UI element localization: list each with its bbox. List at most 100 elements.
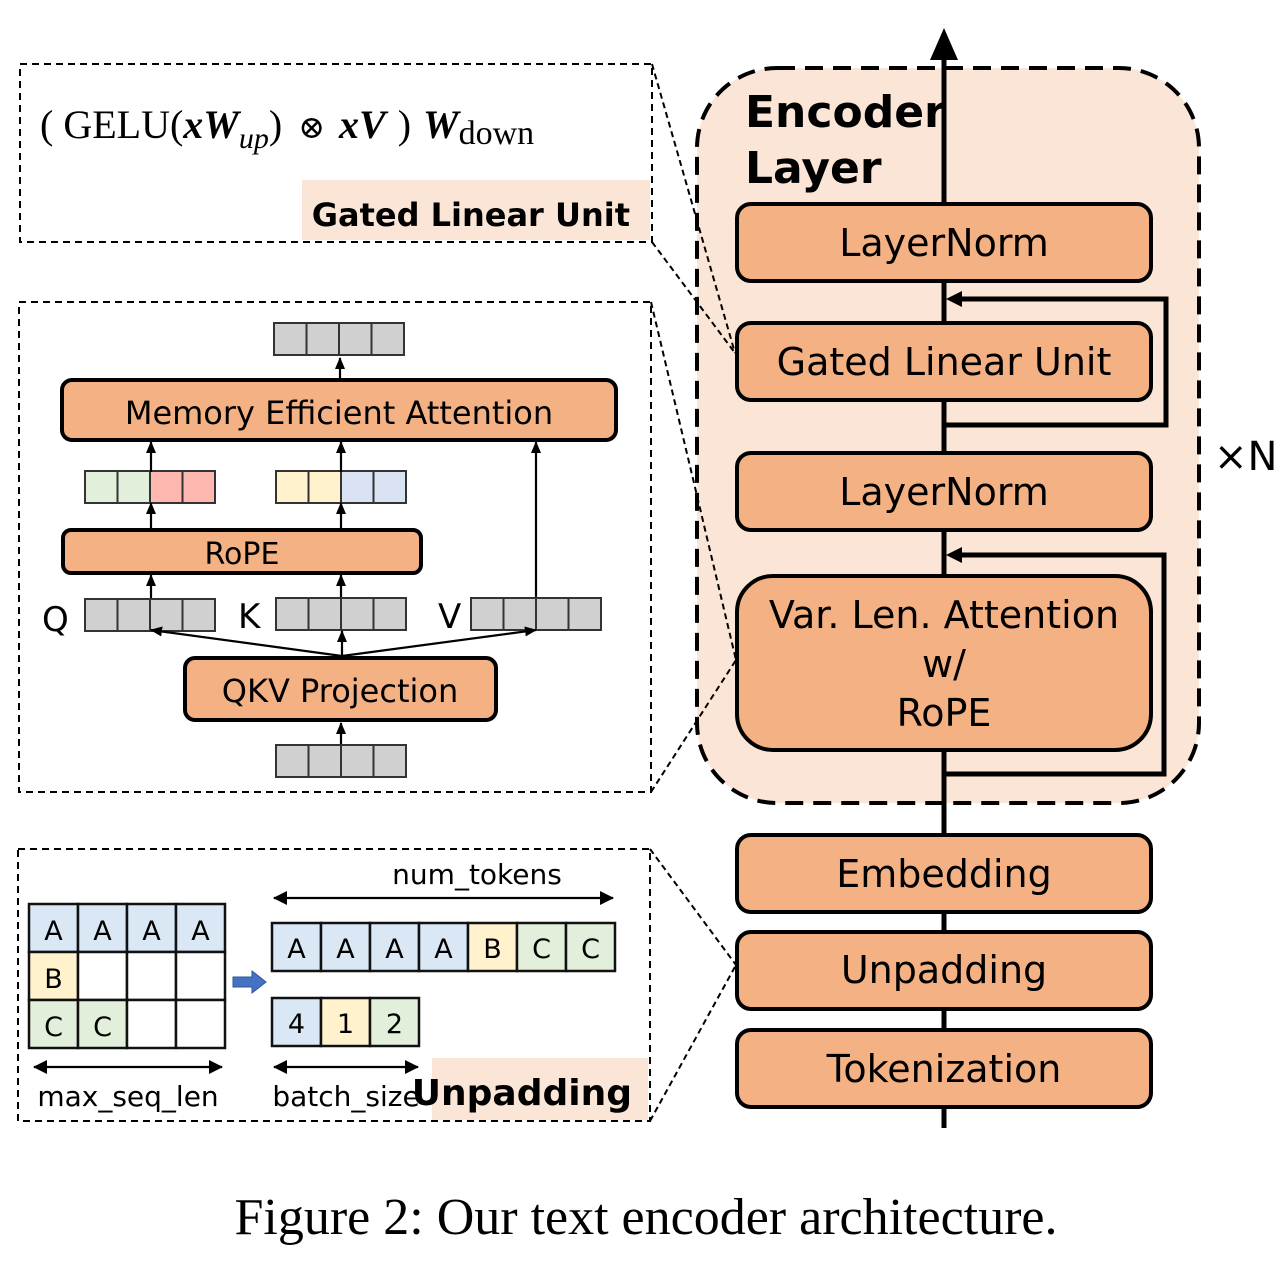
encoder-title-line2: Layer	[745, 143, 882, 194]
block-layernorm-top[interactable]: LayerNorm	[735, 202, 1153, 283]
num-tokens-label: num_tokens	[392, 858, 562, 891]
token-cell	[340, 470, 375, 504]
block-var-len-attention[interactable]: Var. Len. Attention w/ RoPE	[735, 574, 1153, 752]
token-cell	[340, 597, 375, 631]
token-cell	[116, 598, 151, 632]
glu-label-background	[302, 180, 650, 240]
rotated-k-vector	[275, 470, 407, 504]
block-layernorm-mid[interactable]: LayerNorm	[735, 451, 1153, 532]
packed-token-label: A	[385, 934, 404, 965]
output-arrow-icon	[930, 28, 958, 60]
grid-cell	[27, 902, 80, 954]
packed-token-label: B	[483, 934, 502, 965]
token-cell	[307, 597, 342, 631]
qkv-projection-block[interactable]: QKV Projection	[183, 656, 498, 722]
glu-panel-label: Gated Linear Unit	[312, 196, 630, 234]
grid-cell	[125, 950, 178, 1002]
block-label-line3: RoPE	[897, 691, 992, 735]
token-cell	[275, 744, 310, 778]
token-cell	[273, 322, 308, 356]
rotated-q-vector	[84, 470, 216, 504]
unpadding-zoom-connector	[649, 848, 737, 966]
attention-detail-panel: Memory Efficient Attention RoPE Q K V QK…	[18, 301, 652, 793]
seq-length-label: 4	[288, 1009, 305, 1040]
grid-cell	[76, 902, 129, 954]
repeat-label: ×N	[1214, 434, 1277, 480]
token-cell	[372, 744, 407, 778]
block-label: LayerNorm	[839, 470, 1049, 514]
q-label: Q	[42, 600, 69, 640]
token-cell	[307, 744, 342, 778]
packed-token-cell	[319, 921, 372, 973]
block-label-line2: w/	[922, 642, 966, 686]
unpadding-label-background	[432, 1058, 648, 1120]
block-label: Tokenization	[826, 1047, 1062, 1091]
packed-token-cell	[564, 921, 617, 973]
token-cell	[567, 597, 602, 631]
seq-length-label: 2	[386, 1009, 403, 1040]
grid-cell	[125, 902, 178, 954]
token-cell	[275, 597, 310, 631]
token-cell	[338, 322, 373, 356]
grid-cell-label: C	[93, 1012, 112, 1043]
seq-length-cell	[368, 996, 421, 1048]
memory-efficient-attention-block[interactable]: Memory Efficient Attention	[60, 378, 618, 442]
token-cell	[181, 598, 216, 632]
grid-cell-label: A	[93, 916, 112, 947]
token-cell	[305, 322, 340, 356]
k-label: K	[238, 597, 262, 637]
block-gated-linear-unit[interactable]: Gated Linear Unit	[735, 321, 1153, 402]
grid-cell-label: B	[44, 964, 63, 995]
token-cell	[502, 597, 537, 631]
block-label-line1: Var. Len. Attention	[769, 593, 1119, 637]
glu-zoom-connector	[651, 63, 736, 354]
seq-length-cell	[270, 996, 323, 1048]
grid-cell-label: C	[44, 1012, 63, 1043]
glu-detail-panel: ( GELU(xWup)⊗xV)Wdown Gated Linear Unit	[19, 63, 653, 243]
packed-token-cell	[368, 921, 421, 973]
seq-length-cell	[319, 996, 372, 1048]
input-token-vector	[275, 744, 407, 778]
token-cell	[116, 470, 151, 504]
token-cell	[84, 598, 119, 632]
residual-connection-attention	[946, 552, 1167, 777]
grid-cell-label: A	[142, 916, 161, 947]
token-cell	[307, 470, 342, 504]
transform-arrow-icon	[232, 969, 267, 995]
grid-cell	[76, 950, 129, 1002]
token-cell	[370, 322, 405, 356]
token-cell	[84, 470, 119, 504]
output-token-vector	[273, 322, 405, 356]
seq-length-label: 1	[337, 1009, 354, 1040]
packed-token-label: A	[336, 934, 355, 965]
packed-token-label: A	[434, 934, 453, 965]
block-tokenization[interactable]: Tokenization	[735, 1028, 1153, 1109]
rope-label: RoPE	[205, 537, 280, 572]
residual-arrow-icon	[946, 547, 962, 563]
glu-formula: ( GELU(xWup)⊗xV)Wdown	[40, 102, 534, 155]
unpadding-panel-label: Unpadding	[412, 1073, 632, 1114]
token-cell	[340, 744, 375, 778]
qkv-label: QKV Projection	[222, 672, 458, 710]
v-label: V	[438, 597, 461, 637]
sequence-lengths: 4 1 2	[270, 996, 421, 1048]
token-cell	[149, 598, 184, 632]
token-cell	[275, 470, 310, 504]
block-unpadding[interactable]: Unpadding	[735, 930, 1153, 1011]
grid-cell-label: A	[44, 916, 63, 947]
v-vector	[470, 597, 602, 631]
block-label: Gated Linear Unit	[777, 340, 1112, 384]
k-vector	[275, 597, 407, 631]
unpadding-zoom-connector	[649, 964, 737, 1122]
grid-cell-label: A	[191, 916, 210, 947]
block-embedding[interactable]: Embedding	[735, 833, 1153, 914]
glu-zoom-connector	[651, 241, 736, 354]
rope-block[interactable]: RoPE	[61, 528, 423, 575]
grid-cell	[27, 998, 80, 1050]
token-cell	[372, 470, 407, 504]
packed-token-label: A	[287, 934, 306, 965]
